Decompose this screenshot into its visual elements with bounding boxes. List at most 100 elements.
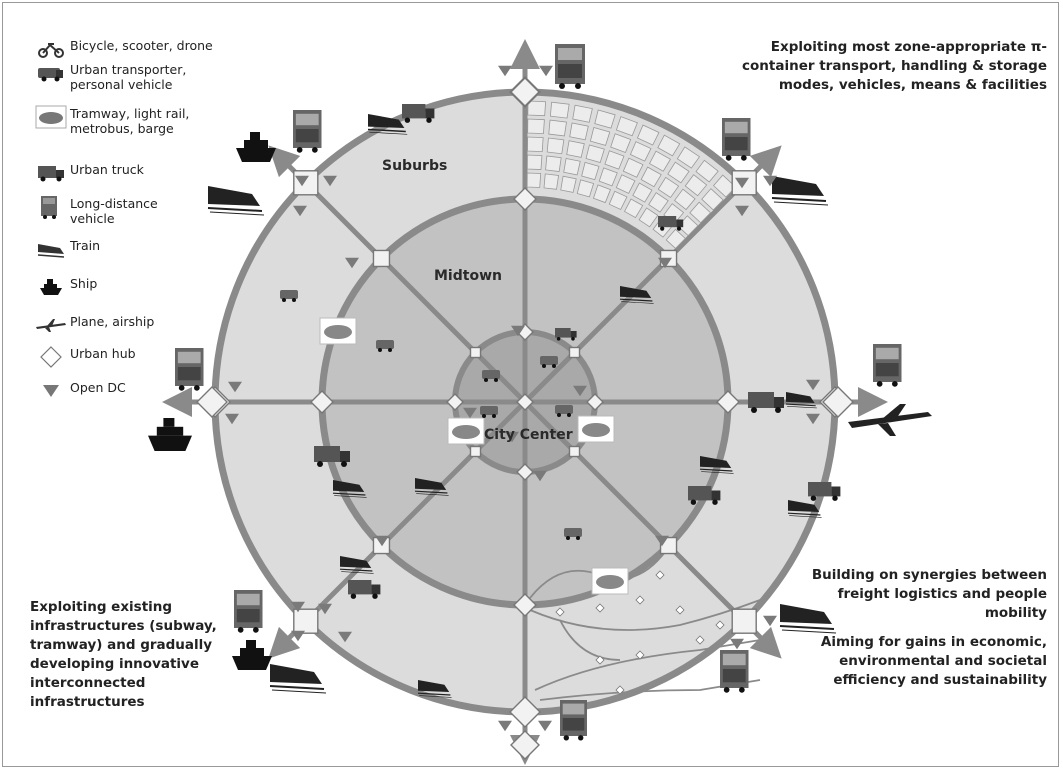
pi-container-cell xyxy=(560,175,577,193)
open-dc xyxy=(291,630,305,642)
pi-container-cell xyxy=(576,179,595,198)
pi-container-cell xyxy=(543,173,560,190)
legend-label: Urban truck xyxy=(70,162,144,177)
pi-container-cell xyxy=(527,100,547,117)
network-node xyxy=(715,620,725,630)
pi-container-cell xyxy=(622,157,644,178)
pi-container-cell xyxy=(585,144,605,164)
note-top-right: Exploiting most zone-appropriate π-conta… xyxy=(742,39,1047,93)
legend-item-van: Urban transporter, personal vehicle xyxy=(34,62,200,92)
open-dc xyxy=(573,385,587,397)
bicycle-icon xyxy=(540,356,558,368)
ship-icon xyxy=(236,132,276,162)
train-icon xyxy=(699,456,734,474)
network-node xyxy=(615,685,625,695)
tram-icon xyxy=(447,417,485,445)
urban-hub xyxy=(516,463,534,481)
pi-container-cell xyxy=(657,134,681,157)
truck-icon xyxy=(348,580,381,599)
open-dc xyxy=(763,175,777,187)
train-icon xyxy=(34,238,68,260)
van-icon xyxy=(376,340,394,352)
pi-container-cell xyxy=(689,201,712,224)
transfer-node xyxy=(293,170,319,196)
open-dc xyxy=(538,720,552,732)
open-dc xyxy=(338,631,352,643)
ship-icon xyxy=(232,640,272,670)
train-icon xyxy=(269,664,327,694)
urban-hub xyxy=(513,593,537,617)
bicycle-icon xyxy=(34,38,68,60)
open-dc xyxy=(228,381,242,393)
legend-item-bicycle: Bicycle, scooter, drone xyxy=(34,38,213,60)
network-node xyxy=(695,635,705,645)
long-truck-icon xyxy=(175,348,204,391)
transfer-node xyxy=(469,346,482,359)
legend-label: Urban transporter, personal vehicle xyxy=(70,62,187,92)
pi-container-cell xyxy=(615,116,638,137)
transfer-node xyxy=(372,249,391,268)
long-truck-icon xyxy=(34,196,68,219)
van-icon xyxy=(34,62,68,84)
urban-hub xyxy=(510,730,540,760)
pi-container-cell xyxy=(589,126,611,146)
transfer-node xyxy=(731,608,757,634)
pi-container-cell xyxy=(615,174,636,194)
open-dc xyxy=(658,257,672,269)
pi-container-cell xyxy=(581,161,600,181)
train-icon xyxy=(339,556,374,574)
transfer-node xyxy=(293,608,319,634)
pi-container-cell xyxy=(526,154,543,170)
network-node xyxy=(635,650,645,660)
network-node xyxy=(555,607,565,617)
truck-icon xyxy=(402,104,435,123)
truck-icon xyxy=(314,446,350,467)
zone-label-city-center: City Center xyxy=(484,427,573,443)
vehicle-icons xyxy=(148,44,932,741)
ship-icon xyxy=(148,418,192,451)
pi-container-cell xyxy=(545,155,562,172)
legend-item-hub: Urban hub xyxy=(34,346,136,368)
train-icon xyxy=(207,186,265,216)
network-line xyxy=(534,639,761,691)
long-truck-icon xyxy=(873,344,902,387)
pi-container-cell xyxy=(546,137,565,155)
open-dc xyxy=(498,720,512,732)
long-truck-icon xyxy=(555,44,585,89)
transfer-node xyxy=(568,445,581,458)
urban-hub xyxy=(446,393,464,411)
legend-label: Bicycle, scooter, drone xyxy=(70,38,213,53)
urban-hub xyxy=(310,390,334,414)
pi-container-cell xyxy=(629,141,652,162)
truck-icon xyxy=(34,162,68,184)
pi-container-cell xyxy=(665,228,686,250)
pi-container-cell xyxy=(566,140,585,158)
open-dc xyxy=(533,470,547,482)
legend-item-long-truck: Long-distance vehicle xyxy=(34,196,180,226)
legend-item-dc: Open DC xyxy=(34,380,126,402)
urban-hub xyxy=(716,390,740,414)
pi-container-cell xyxy=(608,190,628,210)
urban-hub xyxy=(196,386,228,418)
train-icon xyxy=(332,480,367,498)
note-left-bottom: Exploiting existing infrastructures (sub… xyxy=(30,599,217,710)
open-dc xyxy=(318,603,332,615)
pi-container-cell xyxy=(569,122,589,141)
transfer-node xyxy=(568,346,581,359)
pi-container-cell xyxy=(598,167,618,187)
pi-container-cell xyxy=(674,188,696,211)
open-dc xyxy=(511,325,525,337)
urban-hubs xyxy=(196,76,854,760)
tram-icon xyxy=(591,567,629,595)
corridor-spoke xyxy=(523,400,782,659)
pi-container-cell xyxy=(701,188,724,211)
train-icon xyxy=(771,176,829,206)
pi-container-cell xyxy=(623,198,644,219)
train-icon xyxy=(785,392,817,409)
pi-container-cell xyxy=(695,159,719,183)
urban-hub xyxy=(509,696,541,728)
open-dc xyxy=(463,407,477,419)
note-right-bottom: Aiming for gains in economic, environmen… xyxy=(820,634,1047,688)
open-dc xyxy=(291,601,305,613)
open-dc xyxy=(345,257,359,269)
